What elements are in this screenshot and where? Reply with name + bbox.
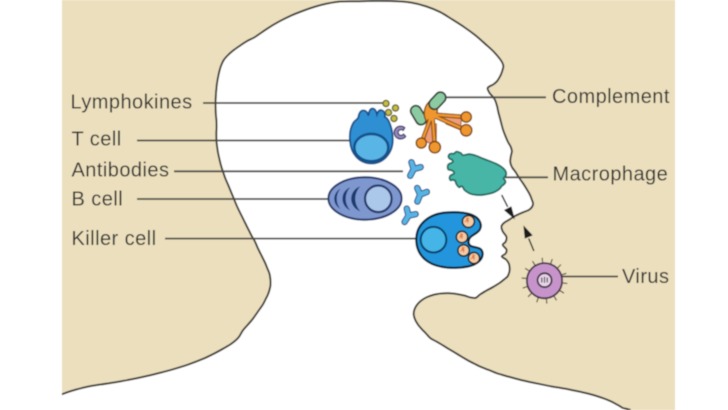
svg-text:Macrophage: Macrophage [553, 164, 669, 186]
svg-text:Antibodies: Antibodies [72, 160, 170, 182]
svg-text:Virus: Virus [622, 266, 669, 288]
svg-text:Killer cell: Killer cell [72, 228, 157, 250]
svg-text:B cell: B cell [72, 189, 124, 211]
svg-text:Lymphokines: Lymphokines [71, 92, 193, 114]
svg-text:T cell: T cell [72, 129, 122, 151]
svg-text:Complement: Complement [552, 86, 670, 108]
